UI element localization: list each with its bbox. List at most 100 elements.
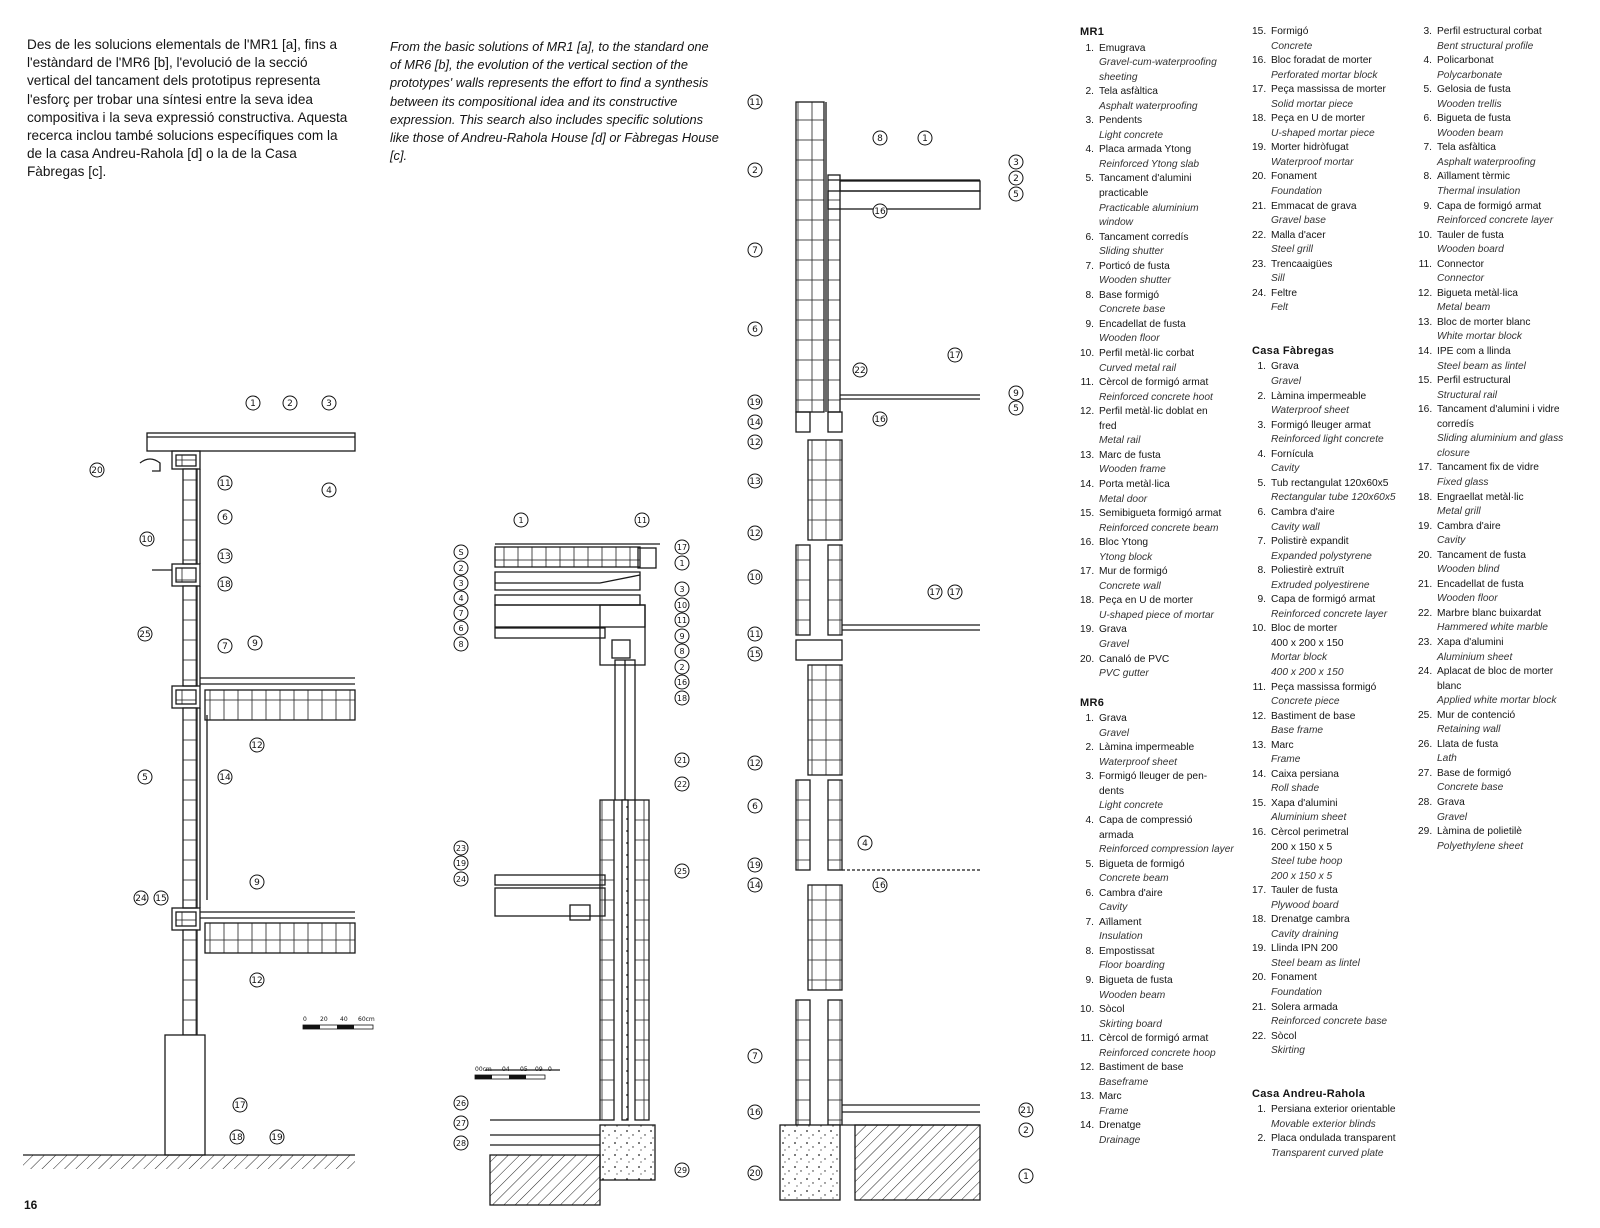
legend-item-english: Aluminium sheet	[1437, 651, 1513, 663]
legend-item-number: 11.	[1252, 681, 1266, 693]
callout-marker: 7	[217, 638, 233, 654]
callout-marker: S	[453, 544, 469, 560]
callout-label: 2	[458, 564, 463, 573]
callout-label: 6	[458, 624, 463, 633]
legend-item-number: 11.	[1418, 258, 1432, 270]
legend-item-number: 16.	[1252, 826, 1267, 838]
callout-label: 11	[637, 516, 647, 525]
legend-item-english: Polyethylene sheet	[1437, 840, 1524, 852]
legend-item-catalan: Xapa d'alumini	[1271, 797, 1338, 809]
callout-label: 17	[677, 543, 687, 552]
legend-item-number: 4.	[1423, 55, 1433, 67]
legend-item-catalan: Perfil metàl·lic doblat en	[1099, 406, 1208, 418]
callout-marker: 12	[249, 972, 265, 988]
legend-item-catalan: Fonament	[1271, 972, 1317, 984]
legend-item-catalan: Tancament d'alumini	[1099, 173, 1192, 185]
legend-item-number: 19.	[1252, 142, 1267, 154]
callout-label: 10	[749, 573, 761, 583]
legend-item-english: Structural rail	[1437, 389, 1498, 401]
callout-marker: 3	[321, 395, 337, 411]
legend-item-english: Insulation	[1099, 931, 1143, 943]
callout-marker: 16	[674, 674, 690, 690]
legend-item-catalan: Mur de formigó	[1099, 566, 1168, 578]
legend-item-number: 2.	[1085, 742, 1095, 754]
callout-marker: 8	[453, 636, 469, 652]
callout-label: 16	[874, 881, 886, 891]
intro-text-english: From the basic solutions of MR1 [a], to …	[390, 39, 719, 164]
legend-item-number: 14.	[1080, 478, 1095, 490]
callout-label: 24	[456, 875, 466, 884]
callout-marker: 2	[674, 659, 690, 675]
legend-item-catalan: Sòcol	[1271, 1030, 1297, 1042]
callout-marker: 11	[674, 612, 690, 628]
callout-marker: 15	[747, 646, 763, 662]
legend-item-catalan: Marc de fusta	[1099, 449, 1161, 461]
callout-label: 19	[749, 861, 761, 871]
section-drawing-fabregas	[779, 101, 981, 1201]
legend-item-number: 1.	[1257, 1104, 1267, 1116]
callout-marker: 24	[453, 871, 469, 887]
callout-label: 24	[135, 894, 147, 904]
legend-item-number: 13.	[1252, 739, 1267, 751]
callout-label: 11	[749, 98, 760, 108]
legend-item-english: Baseframe	[1099, 1076, 1149, 1088]
callout-marker: 9	[247, 635, 263, 651]
callout-marker: 5	[1008, 400, 1024, 416]
legend-item-catalan: Bloc foradat de morter	[1271, 55, 1372, 67]
callout-marker: 17	[232, 1097, 248, 1113]
legend-title-mr1: MR1	[1080, 26, 1105, 38]
legend-item-catalan: Perfil metàl·lic corbat	[1099, 348, 1195, 360]
legend-item-catalan: Cambra d'aire	[1437, 520, 1501, 532]
legend-item-english: U-shaped mortar piece	[1271, 127, 1375, 139]
callout-marker: 3	[674, 581, 690, 597]
legend-item-english: Gravel	[1271, 376, 1302, 388]
callout-marker: 6	[747, 321, 763, 337]
callout-label: 20	[91, 466, 103, 476]
legend-item-english: Concrete wall	[1099, 580, 1161, 592]
callout-label: 21	[1020, 1106, 1031, 1116]
legend-item-number: 20.	[1418, 549, 1433, 561]
legend-item-english: Reinforced concrete base	[1271, 1016, 1388, 1028]
callout-marker: 1	[513, 512, 529, 528]
legend-item-english: Metal rail	[1099, 435, 1141, 447]
legend-item-catalan: Grava	[1271, 361, 1299, 373]
legend-item-catalan: Fonament	[1271, 171, 1317, 183]
legend-item-english: Reinforced concrete hoop	[1099, 1047, 1216, 1059]
legend-item-english: U-shaped piece of mortar	[1099, 609, 1214, 621]
legend-item-english: Retaining wall	[1437, 724, 1501, 736]
callout-label: 12	[251, 741, 262, 751]
legend-item-number: 11.	[1080, 377, 1094, 389]
callout-marker: 19	[747, 394, 763, 410]
callout-marker: 11	[747, 94, 763, 110]
legend-item-number: 20.	[1252, 972, 1267, 984]
callout-label: 22	[854, 366, 865, 376]
legend-item-catalan: Formigó	[1271, 26, 1309, 37]
legend-item-catalan: Emmacat de grava	[1271, 200, 1357, 212]
